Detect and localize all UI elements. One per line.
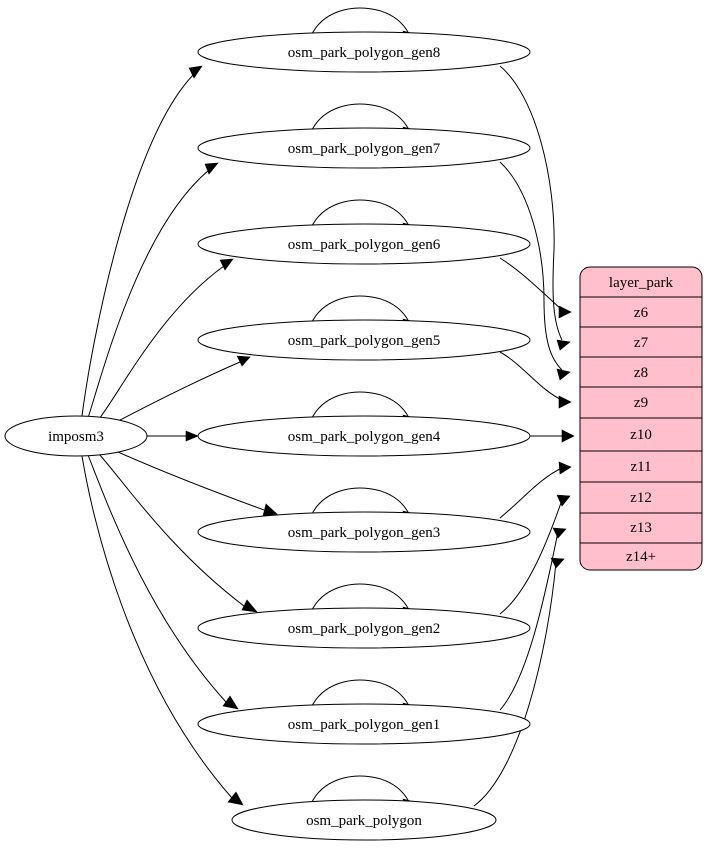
node-imposm3-label: imposm3 [48,429,104,445]
self-loop-gen6 [310,199,410,229]
self-loop-gen2 [310,583,410,613]
layer-park-row-z13[interactable]: z13 [630,520,652,536]
node-osm-park-polygon-gen5[interactable]: osm_park_polygon_gen5 [197,319,531,361]
layer-park-row-z12[interactable]: z12 [630,490,652,506]
self-loop-gen1 [310,679,410,709]
node-gen7-label: osm_park_polygon_gen7 [288,141,441,157]
self-loop-gen5 [310,295,410,325]
arrowhead-imposm3-gen1 [222,695,239,710]
layer-park-table[interactable]: layer_park z6 z7 z8 z9 z10 z11 z12 z13 z… [579,266,703,571]
node-gen8-label: osm_park_polygon_gen8 [288,45,440,61]
node-gen7-shape[interactable] [197,127,531,169]
node-gen1-label: osm_park_polygon_gen1 [288,717,440,733]
layer-park-header-label: layer_park [609,275,674,291]
self-loop-gen8 [310,7,410,37]
self-loop-base [310,775,410,805]
layer-park-row-z10[interactable]: z10 [630,427,652,443]
edge-imposm3-to-gen3 [117,451,265,511]
node-imposm3-shape[interactable] [4,415,148,457]
node-gen1-shape[interactable] [197,703,531,745]
self-loop-gen3 [310,487,410,517]
self-loop-gen7 [310,103,410,133]
edge-imposm3-to-base [81,455,233,799]
edge-gen5-to-z9 [499,351,563,401]
node-gen3-label: osm_park_polygon_gen3 [288,525,440,541]
edge-base-to-z14plus [473,561,557,807]
node-osm-park-polygon-gen4[interactable]: osm_park_polygon_gen4 [197,415,531,457]
arrowhead-imposm3-gen3 [262,503,278,517]
arrowhead-gen4-z10 [561,429,575,443]
arrowhead-imposm3-gen6 [219,258,234,271]
node-base-label: osm_park_polygon [306,813,422,829]
node-osm-park-polygon-gen3[interactable]: osm_park_polygon_gen3 [197,511,531,553]
node-gen5-shape[interactable] [197,319,531,361]
edge-imposm3-to-gen7 [87,169,210,419]
node-gen2-shape[interactable] [197,607,531,649]
node-group: imposm3 osm_park_polygon_gen8 osm_park_p… [4,31,531,841]
arrowhead-imposm3-gen8 [188,65,203,79]
arrowhead-gen2-z12 [556,494,571,507]
edge-imposm3-to-gen8 [81,73,195,417]
arrowhead-imposm3-gen4 [185,430,199,442]
node-osm-park-polygon-gen8[interactable]: osm_park_polygon_gen8 [197,31,531,73]
layer-park-row-z6[interactable]: z6 [634,305,649,321]
layer-park-row-z8[interactable]: z8 [634,365,648,381]
arrowhead-gen1-z13 [552,527,567,539]
edge-gen2-to-z12 [499,499,563,615]
edge-gen6-to-z6 [499,257,563,311]
arrowhead-imposm3-gen7 [204,162,219,175]
arrowhead-gen5-z9 [558,395,572,409]
arrowhead-base-z14plus [550,557,565,569]
arrowhead-gen3-z11 [558,461,572,475]
node-gen2-label: osm_park_polygon_gen2 [288,621,440,637]
self-loop-gen4 [310,391,410,421]
arrowhead-imposm3-gen2 [241,599,258,613]
node-gen6-shape[interactable] [197,223,531,265]
arrowhead-gen8-z7 [556,339,571,351]
node-osm-park-polygon-gen7[interactable]: osm_park_polygon_gen7 [197,127,531,169]
arrowhead-imposm3-gen5 [236,355,251,367]
edge-gen3-to-z11 [499,467,563,519]
edge-imposm3-to-gen2 [98,453,245,607]
node-gen5-label: osm_park_polygon_gen5 [288,333,440,349]
edge-gen7-to-z8 [499,161,563,371]
node-gen4-shape[interactable] [197,415,531,457]
node-gen3-shape[interactable] [197,511,531,553]
layer-park-row-z14plus[interactable]: z14+ [626,549,656,565]
node-gen8-shape[interactable] [197,31,531,73]
layer-park-row-z7[interactable]: z7 [634,335,649,351]
node-gen4-label: osm_park_polygon_gen4 [288,429,441,445]
arrowhead-gen6-z6 [558,305,572,319]
node-osm-park-polygon[interactable]: osm_park_polygon [231,799,497,841]
edge-imposm3-to-gen6 [98,265,225,420]
arrowhead-imposm3-base [227,791,244,806]
node-gen6-label: osm_park_polygon_gen6 [288,237,441,253]
node-osm-park-polygon-gen2[interactable]: osm_park_polygon_gen2 [197,607,531,649]
edge-group-imposm3-fanout [81,65,278,806]
node-base-shape[interactable] [231,799,497,841]
node-imposm3[interactable]: imposm3 [4,415,148,457]
edge-group-to-layer-table [473,65,575,807]
edge-gen8-to-z7 [499,65,563,341]
layer-park-row-z11[interactable]: z11 [630,459,651,475]
edge-gen1-to-z13 [499,531,559,711]
edge-imposm3-to-gen5 [117,361,241,422]
edge-imposm3-to-gen1 [87,454,227,703]
arrowhead-gen7-z8 [556,368,571,381]
node-osm-park-polygon-gen1[interactable]: osm_park_polygon_gen1 [197,703,531,745]
layer-park-row-z9[interactable]: z9 [634,395,648,411]
node-osm-park-polygon-gen6[interactable]: osm_park_polygon_gen6 [197,223,531,265]
